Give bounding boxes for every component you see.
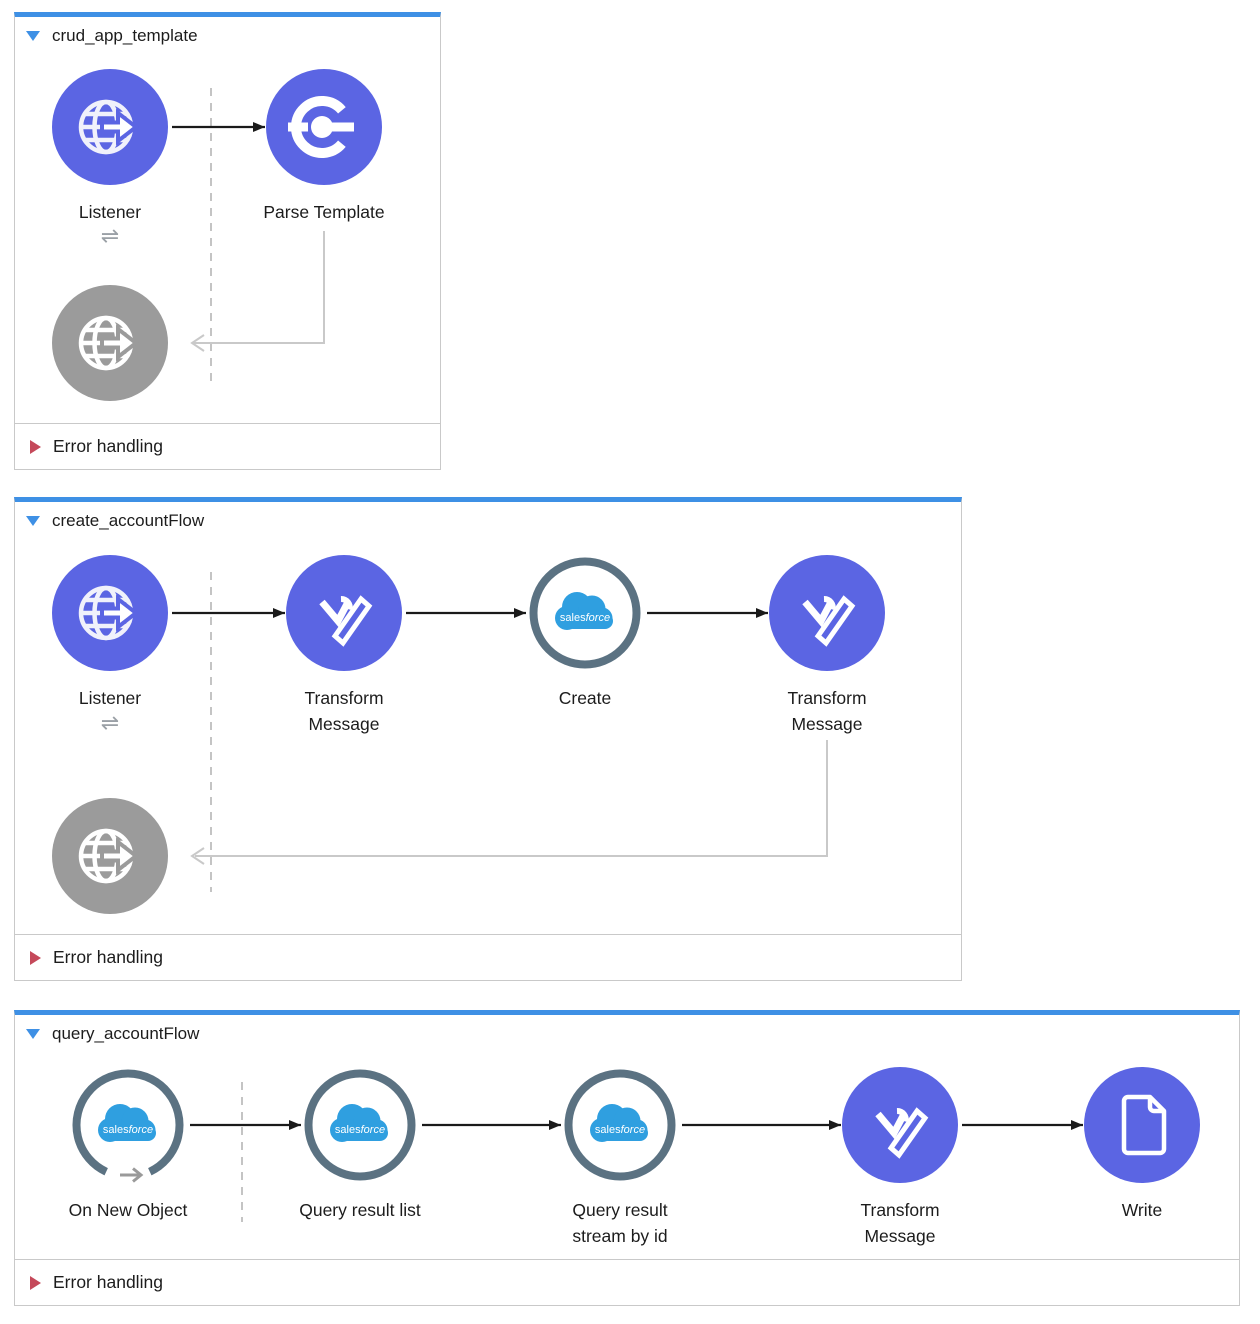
error-handling-label: Error handling — [53, 1272, 163, 1292]
node-label-parse-template: Parse Template — [263, 202, 385, 222]
node-label-transform: Transform Message — [304, 688, 384, 734]
collapse-triangle-icon[interactable] — [26, 1029, 40, 1039]
flow-title: query_accountFlow — [52, 1024, 200, 1043]
node-label-write: Write — [1121, 1200, 1163, 1220]
node-label-listener: Listener — [78, 688, 142, 708]
salesforce-icon: salesforce — [527, 555, 643, 671]
http-listener-icon — [52, 69, 168, 185]
source-arrow-icon — [120, 1167, 144, 1183]
node-transform-message[interactable] — [842, 1067, 958, 1183]
dataweave-icon — [842, 1067, 958, 1183]
flow-connectors — [172, 572, 828, 892]
node-parse-template[interactable] — [266, 69, 382, 185]
response-connector — [195, 740, 828, 857]
flow-title: create_accountFlow — [52, 511, 205, 530]
node-label-create: Create — [558, 688, 612, 708]
flow-crud-app-template[interactable]: crud_app_template ⇌ Listener — [14, 12, 441, 470]
salesforce-icon: salesforce — [302, 1067, 418, 1183]
exchange-icon: ⇌ — [95, 709, 125, 739]
error-handling-label: Error handling — [53, 947, 163, 967]
svg-text:salesforce: salesforce — [335, 1124, 385, 1136]
flow-connectors — [190, 1082, 1083, 1222]
error-handling-section[interactable]: Error handling — [15, 1259, 1239, 1305]
http-response-icon — [52, 285, 168, 401]
flow-header[interactable]: crud_app_template — [26, 26, 198, 46]
expand-triangle-icon[interactable] — [30, 950, 41, 965]
flow-header[interactable]: query_accountFlow — [26, 1024, 199, 1044]
response-connector-arrowhead-icon — [190, 334, 205, 352]
file-write-icon — [1084, 1067, 1200, 1183]
flow-connectors — [172, 88, 325, 383]
node-listener[interactable]: ⇌ — [52, 555, 168, 739]
node-transform-message[interactable] — [769, 555, 885, 671]
node-transform-message[interactable] — [286, 555, 402, 671]
flow-title: crud_app_template — [52, 26, 198, 45]
node-http-response[interactable] — [52, 798, 168, 914]
svg-text:salesforce: salesforce — [560, 612, 610, 624]
http-listener-icon — [52, 555, 168, 671]
error-handling-section[interactable]: Error handling — [15, 934, 961, 980]
node-label-on-new-object: On New Object — [68, 1200, 188, 1220]
node-label-query-result-list: Query result list — [299, 1200, 421, 1220]
collapse-triangle-icon[interactable] — [26, 31, 40, 41]
collapse-triangle-icon[interactable] — [26, 516, 40, 526]
dataweave-icon — [286, 555, 402, 671]
salesforce-source-icon: salesforce — [70, 1067, 186, 1183]
flow-query-account[interactable]: query_accountFlow salesforce — [14, 1010, 1240, 1306]
node-query-result-list[interactable]: salesforce — [302, 1067, 418, 1183]
node-label-query-result-stream: Query result stream by id — [572, 1200, 668, 1246]
expand-triangle-icon[interactable] — [30, 1275, 41, 1290]
response-connector-arrowhead-icon — [190, 847, 205, 865]
flow-header[interactable]: create_accountFlow — [26, 511, 204, 531]
error-handling-section[interactable]: Error handling — [15, 423, 440, 469]
svg-text:salesforce: salesforce — [103, 1124, 153, 1136]
node-query-result-stream[interactable]: salesforce — [562, 1067, 678, 1183]
http-response-icon — [52, 798, 168, 914]
salesforce-icon: salesforce — [562, 1067, 678, 1183]
node-salesforce-create[interactable]: salesforce — [527, 555, 643, 671]
node-label-listener: Listener — [78, 202, 142, 222]
flow-create-account[interactable]: create_accountFlow ⇌ Listener — [14, 497, 962, 981]
expand-triangle-icon[interactable] — [30, 439, 41, 454]
svg-text:salesforce: salesforce — [595, 1124, 645, 1136]
exchange-icon: ⇌ — [95, 222, 125, 252]
node-write[interactable] — [1084, 1067, 1200, 1183]
parse-template-icon — [266, 69, 382, 185]
node-label-transform: Transform Message — [787, 688, 867, 734]
error-handling-label: Error handling — [53, 436, 163, 456]
node-http-response[interactable] — [52, 285, 168, 401]
response-connector — [193, 231, 325, 344]
node-on-new-object[interactable]: salesforce — [70, 1067, 186, 1183]
node-listener[interactable]: ⇌ — [52, 69, 168, 252]
node-label-transform: Transform Message — [860, 1200, 940, 1246]
dataweave-icon — [769, 555, 885, 671]
